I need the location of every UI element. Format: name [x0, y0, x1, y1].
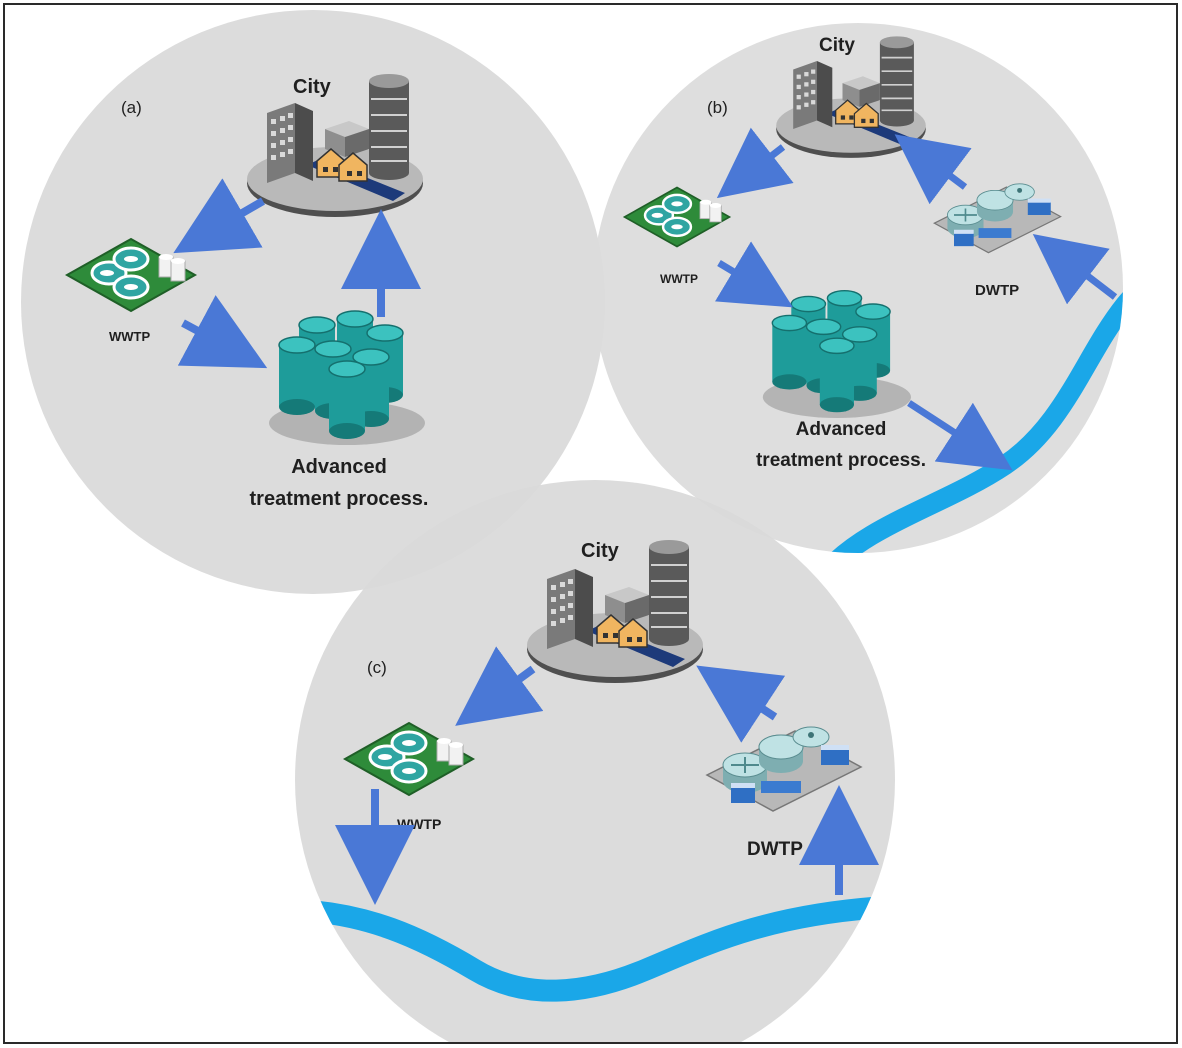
panel-b-advanced-line1: Advanced: [796, 419, 887, 440]
panel-c-city-label: City: [581, 540, 620, 562]
panel-b-river: [815, 250, 1123, 553]
arrow-river-to-dwtp: [1032, 233, 1118, 305]
arrow-dwtp-to-city: [894, 134, 972, 205]
arrow-city-to-wwtp: [716, 127, 794, 199]
panel-c-label: (c): [367, 658, 387, 677]
panel-a: (a) City WWTP Advanced treatment process…: [65, 73, 429, 510]
panel-c: (c) City WWTP DWTP: [335, 539, 879, 905]
arrow-advanced-to-river: [907, 400, 1013, 471]
water-reuse-diagram: (a) City WWTP Advanced treatment process…: [21, 10, 1123, 1042]
panel-a-label: (a): [121, 98, 142, 117]
panel-b-wwtp-label: WWTP: [660, 272, 698, 286]
panel-c-wwtp-label: WWTP: [397, 816, 441, 832]
figure-frame: (a) City WWTP Advanced treatment process…: [3, 3, 1178, 1044]
panel-b-dwtp-label: DWTP: [975, 282, 1019, 299]
panel-a-city-label: City: [293, 76, 332, 98]
panel-a-circle: [21, 10, 605, 594]
panel-a-advanced-line1: Advanced: [291, 456, 387, 478]
panel-b-label: (b): [707, 98, 728, 117]
panel-b-city-label: City: [819, 35, 855, 56]
arrow-wwtp-to-advanced: [714, 241, 794, 308]
arrow-city-to-wwtp: [455, 646, 544, 726]
panel-a-wwtp-label: WWTP: [109, 329, 150, 344]
panel-a-advanced-line2: treatment process.: [250, 488, 429, 510]
panel-b: (b) City WWTP Advanced treatment process…: [623, 35, 1118, 471]
panel-b-advanced-line2: treatment process.: [756, 450, 926, 471]
arrow-city-to-wwtp: [173, 178, 266, 254]
panel-c-dwtp-label: DWTP: [747, 839, 803, 860]
arrow-dwtp-to-city: [696, 665, 786, 743]
panel-c-circle: [295, 480, 895, 1042]
panel-c-river: [295, 896, 886, 1002]
arrow-wwtp-to-advanced: [177, 295, 268, 369]
